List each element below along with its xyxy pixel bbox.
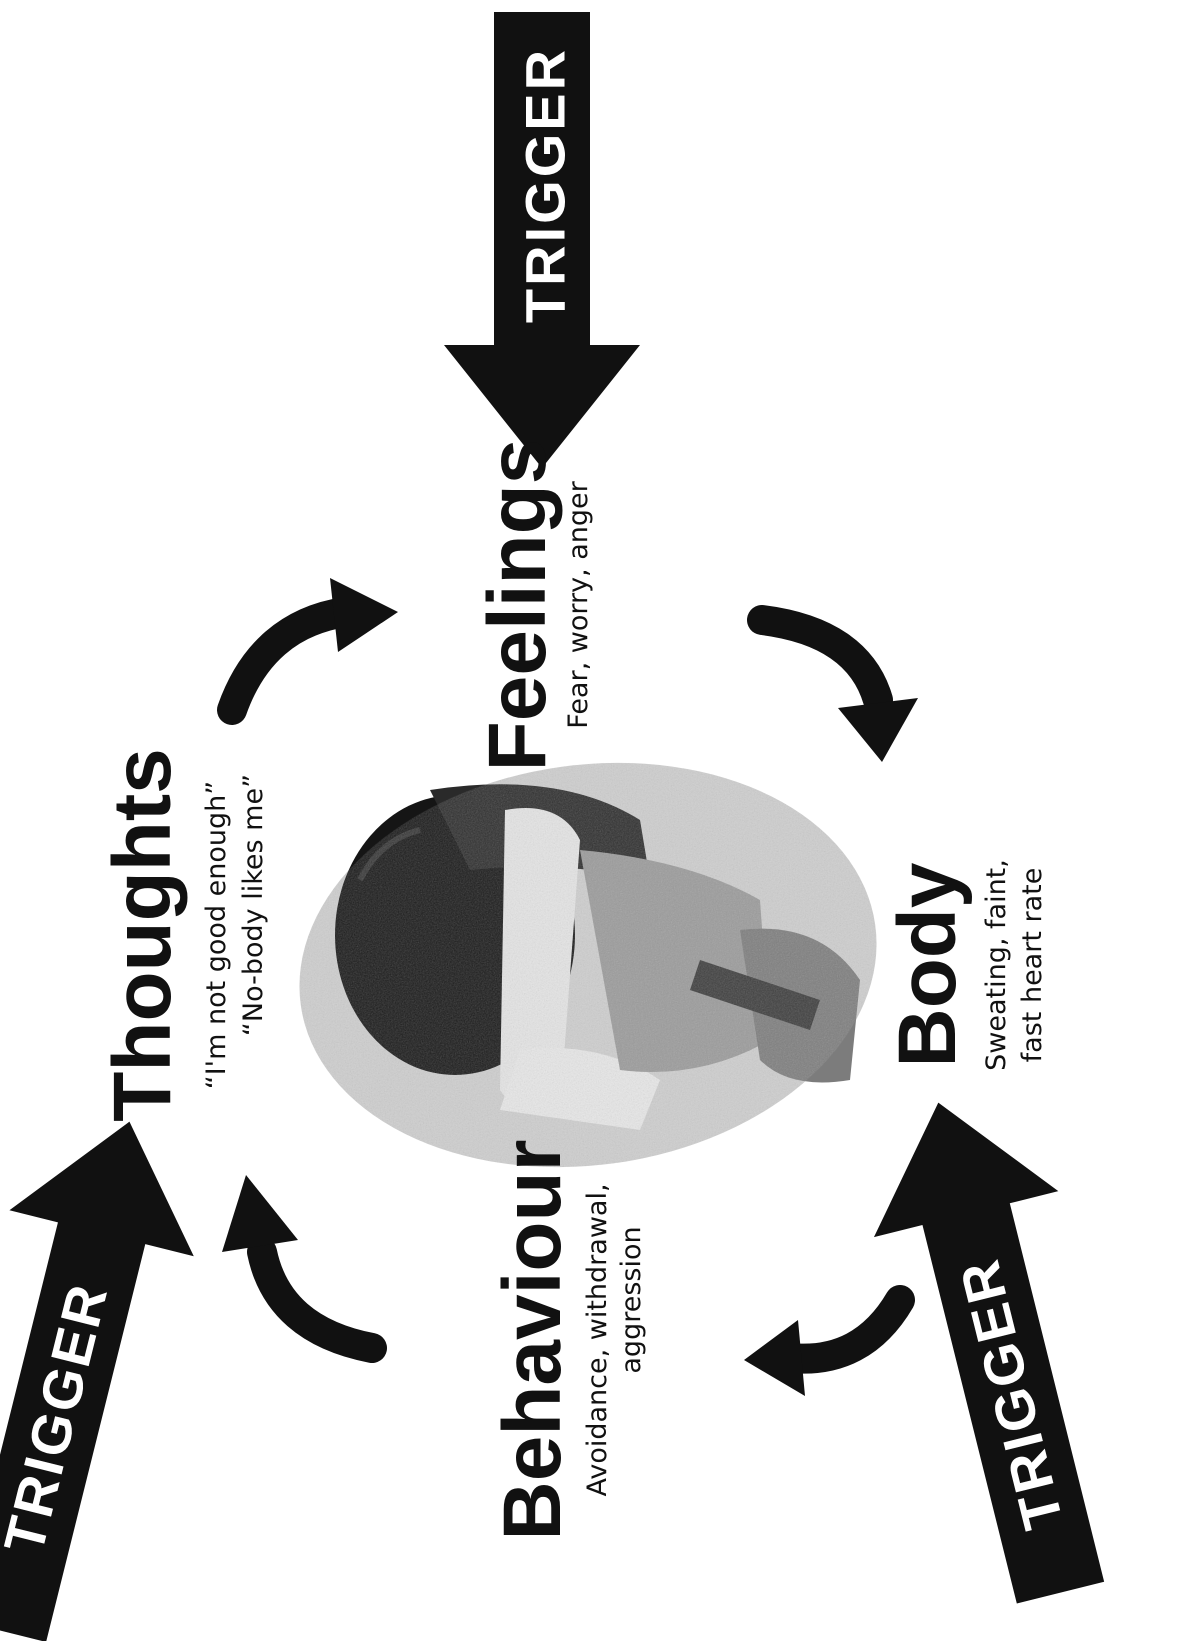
- node-thoughts: Thoughts “I'm not good enough” “No-body …: [97, 748, 269, 1121]
- body-detail-line-1: Sweating, faint,: [981, 859, 1012, 1071]
- trigger-label-top: TRIGGER: [514, 47, 577, 323]
- node-behaviour: Behaviour Avoidance, withdrawal, aggress…: [487, 1140, 647, 1541]
- body-title: Body: [882, 862, 973, 1067]
- trigger-arrow-left: TRIGGER: [0, 1099, 222, 1641]
- thoughts-detail-line-1: “I'm not good enough”: [201, 781, 232, 1090]
- cycle-arrow-body-to-behaviour: [744, 1300, 900, 1396]
- cycle-arrow-behaviour-to-thoughts: [222, 1175, 372, 1348]
- cycle-arrow-feelings-to-body: [762, 620, 918, 762]
- trigger-arrow-right: TRIGGER: [846, 1080, 1153, 1616]
- node-feelings: Feelings Fear, worry, anger: [472, 439, 594, 772]
- behaviour-detail-line-2: aggression: [616, 1226, 647, 1373]
- behaviour-title: Behaviour: [487, 1140, 578, 1541]
- cycle-arrow-thoughts-to-feelings: [232, 578, 398, 710]
- node-body: Body Sweating, faint, fast heart rate: [882, 859, 1048, 1071]
- trigger-arrow-top: TRIGGER: [444, 12, 640, 468]
- feelings-title: Feelings: [472, 439, 563, 772]
- thoughts-title: Thoughts: [97, 748, 188, 1121]
- body-detail-line-2: fast heart rate: [1017, 868, 1048, 1063]
- hunched-figure-illustration: [273, 727, 903, 1204]
- feelings-detail: Fear, worry, anger: [563, 480, 594, 728]
- behaviour-detail-line-1: Avoidance, withdrawal,: [582, 1183, 613, 1496]
- thoughts-detail-line-2: “No-body likes me”: [238, 774, 269, 1036]
